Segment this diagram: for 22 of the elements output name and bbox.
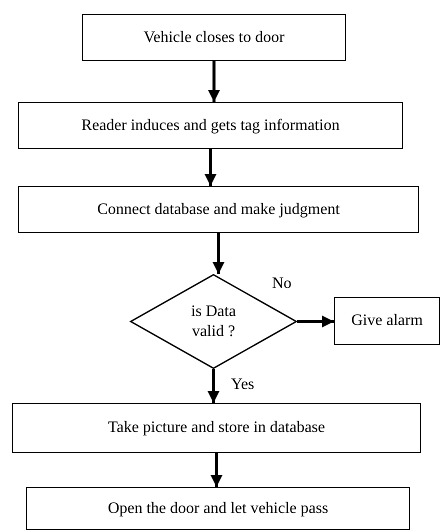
step-text: Open the door and let vehicle pass: [108, 498, 328, 518]
arrow: [297, 316, 334, 328]
arrow: [210, 453, 222, 487]
edge-label: No: [272, 276, 292, 292]
process-box: [334, 297, 440, 345]
edge-label: Yes: [231, 377, 254, 393]
step-text: Vehicle closes to door: [144, 28, 284, 48]
step-text: Give alarm: [351, 311, 423, 331]
decision-text: is Data valid ?: [190, 302, 237, 341]
arrow: [208, 61, 220, 102]
step-text: Take picture and store in database: [108, 418, 325, 438]
process-box: [18, 102, 403, 149]
step-text: Reader induces and gets tag information: [81, 116, 340, 136]
process-box: [82, 14, 346, 61]
process-box: [18, 186, 419, 233]
decision-diamond: [130, 274, 297, 369]
arrow: [208, 369, 220, 403]
process-box: [26, 487, 410, 530]
arrow: [204, 149, 216, 186]
process-box: [12, 403, 421, 453]
step-text: Connect database and make judgment: [97, 200, 340, 220]
arrow: [212, 233, 224, 274]
